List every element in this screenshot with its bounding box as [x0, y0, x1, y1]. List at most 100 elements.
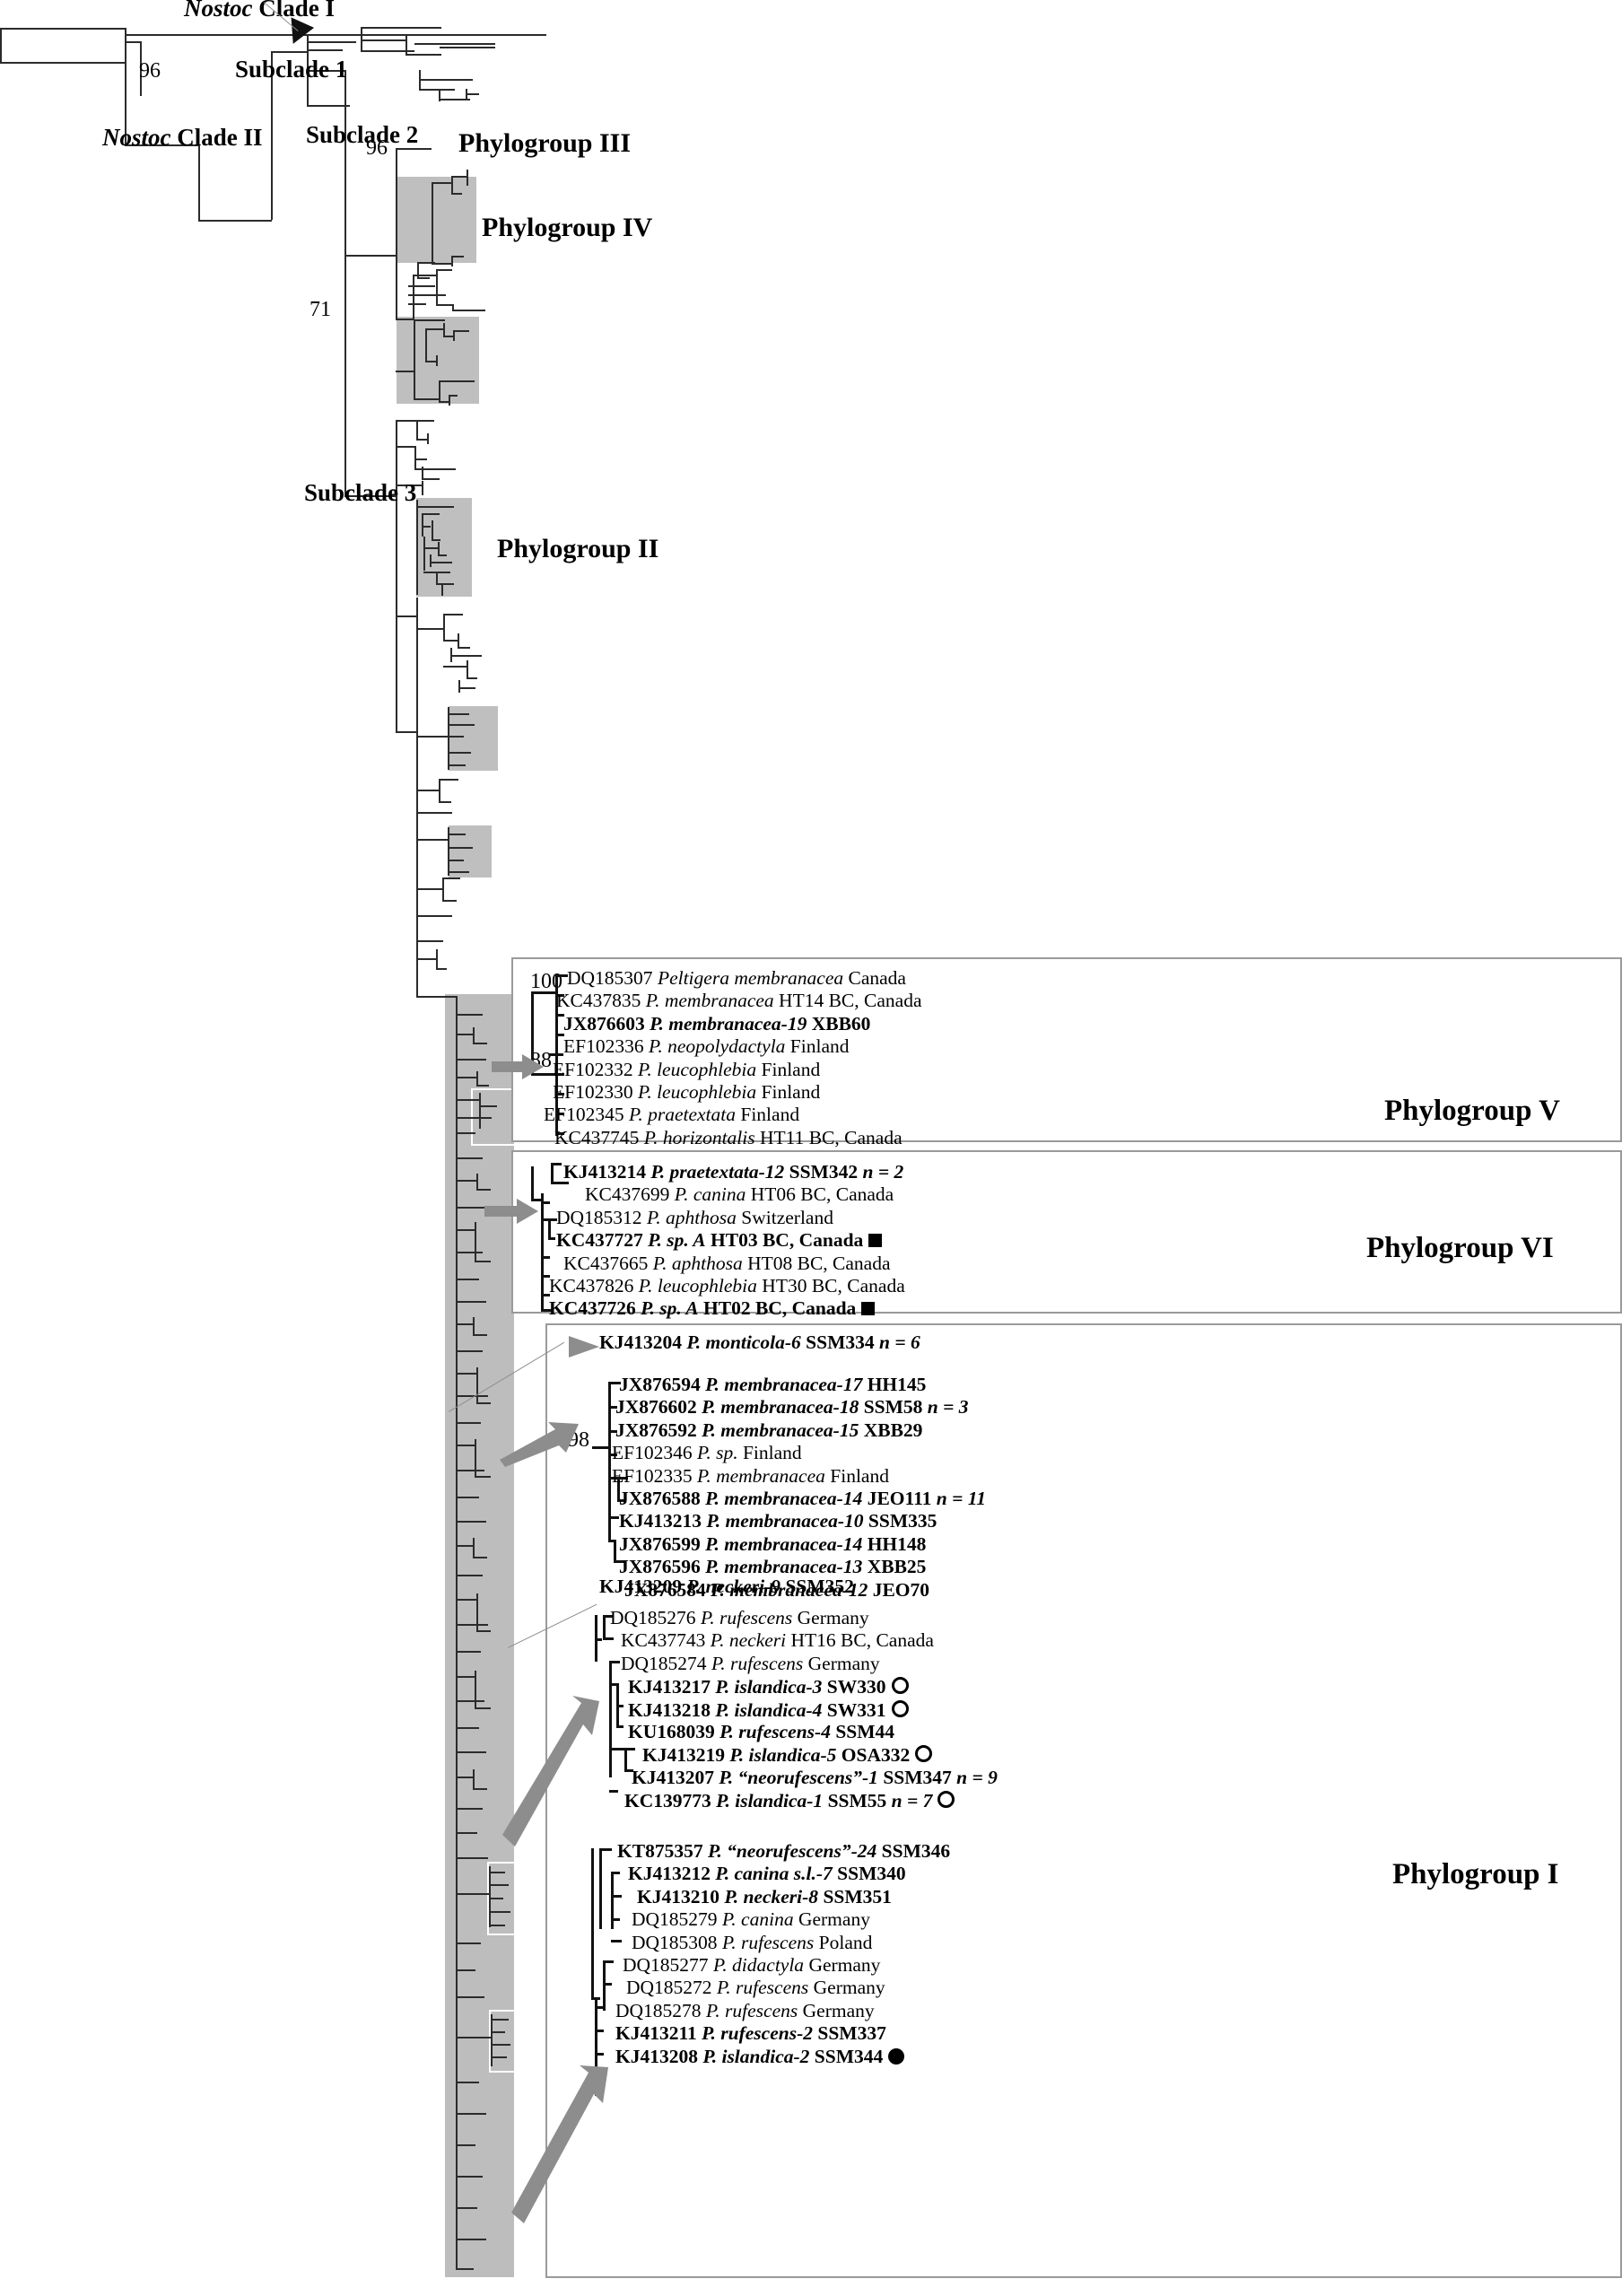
branch [416, 839, 418, 996]
branch [611, 1918, 620, 1921]
branch [344, 255, 397, 257]
sample-count: n = 9 [956, 1766, 998, 1788]
species-name: P. membranacea-19 [650, 1012, 807, 1035]
locality: XBB60 [811, 1012, 871, 1035]
branch [0, 28, 126, 30]
branch [458, 680, 460, 693]
branch [416, 958, 436, 960]
label-phylogroup-VI: Phylogroup VI [1366, 1232, 1554, 1264]
branch [439, 99, 470, 100]
label-nostoc-clade-II: Nostoc Clade II [102, 124, 263, 152]
branch [396, 319, 414, 320]
species-name: P. sp. A [641, 1297, 699, 1320]
accession-number: KJ413219 [642, 1744, 725, 1767]
accession-number: EF102332 [553, 1058, 633, 1080]
locality: SSM340 [837, 1863, 906, 1885]
branch [555, 994, 564, 997]
branch [555, 1014, 564, 1017]
branch [456, 1676, 475, 1678]
branch [453, 310, 485, 311]
branch [608, 1382, 611, 1540]
species-name: P. membranacea-13 [705, 1556, 863, 1578]
highlight-box-islandica-clade [487, 1862, 519, 1935]
branch [432, 520, 433, 540]
branch [439, 779, 458, 781]
taxon-label: KJ413212 P. canina s.l.-7 SSM340 [628, 1864, 906, 1884]
branch [422, 526, 431, 528]
branch [443, 614, 445, 641]
branch [595, 1638, 602, 1641]
accession-number: JX876592 [615, 1419, 697, 1441]
species-name: Peltigera membranacea [657, 967, 844, 989]
branch [452, 304, 454, 311]
branch [140, 94, 142, 96]
branch [406, 34, 407, 54]
accession-number: DQ185278 [615, 1999, 702, 2021]
branch [456, 1445, 475, 1446]
locality: XBB29 [863, 1419, 923, 1441]
branch [608, 1477, 617, 1480]
species-name: P. praetextata-12 [650, 1161, 785, 1183]
locality: Poland [818, 1931, 873, 1953]
branch [414, 458, 427, 460]
branch [416, 732, 418, 840]
branch [456, 1942, 481, 1944]
branch [603, 1960, 614, 1963]
taxon-label: KC437665 P. aphthosa HT08 BC, Canada [563, 1252, 891, 1274]
locality: HH145 [867, 1374, 927, 1395]
species-name: P. islandica-3 [715, 1676, 823, 1698]
branch [396, 148, 432, 150]
branch [448, 860, 464, 861]
branch [408, 294, 446, 296]
locality: Germany [808, 1954, 881, 1976]
branch [456, 1700, 484, 1702]
branch [624, 1769, 633, 1772]
branch [617, 1499, 626, 1502]
phylogroup-V-box [511, 957, 1622, 1142]
arrow-to-phylogroup-V [492, 1054, 544, 1079]
branch [456, 1422, 481, 1424]
branch [307, 70, 344, 72]
branch [436, 968, 447, 970]
branch [456, 1132, 475, 1134]
branch [603, 1960, 606, 2011]
branch [416, 628, 443, 630]
branch [456, 1207, 488, 1209]
branch [459, 687, 475, 689]
branch [608, 1430, 617, 1433]
species-name: P. praetextata [628, 1104, 736, 1126]
branch [616, 1705, 624, 1707]
branch [432, 539, 440, 541]
taxon-label: KC437826 P. leucophlebia HT30 BC, Canada [549, 1276, 905, 1296]
branch [456, 1624, 488, 1626]
branch [198, 144, 200, 220]
branch [467, 677, 477, 679]
branch [476, 1402, 491, 1404]
accession-number: EF102346 [612, 1442, 693, 1464]
branch [608, 1454, 617, 1456]
branch [198, 220, 272, 222]
label-phylogroup-III: Phylogroup III [458, 128, 632, 158]
branch [416, 420, 418, 440]
branch [456, 1373, 477, 1375]
bootstrap-subclade2-96: 96 [366, 136, 388, 160]
accession-number: EF102335 [612, 1464, 693, 1487]
branch [417, 262, 435, 264]
branch [449, 395, 458, 397]
branch [448, 724, 475, 726]
branch [609, 1748, 625, 1750]
branch [603, 1615, 606, 1638]
locality: Finland [761, 1058, 821, 1080]
branch [439, 401, 449, 403]
locality: SSM335 [868, 1510, 937, 1532]
branch [125, 41, 141, 43]
branch [591, 1997, 600, 2000]
branch [479, 1105, 497, 1107]
branch [449, 395, 450, 406]
branch [436, 269, 438, 305]
branch [456, 1077, 477, 1078]
species-name: P. aphthosa [652, 1252, 743, 1274]
branch [595, 1999, 597, 2096]
branch [448, 707, 449, 770]
taxon-label: KJ413204 P. monticola-6 SSM334 n = 6 [599, 1332, 920, 1353]
